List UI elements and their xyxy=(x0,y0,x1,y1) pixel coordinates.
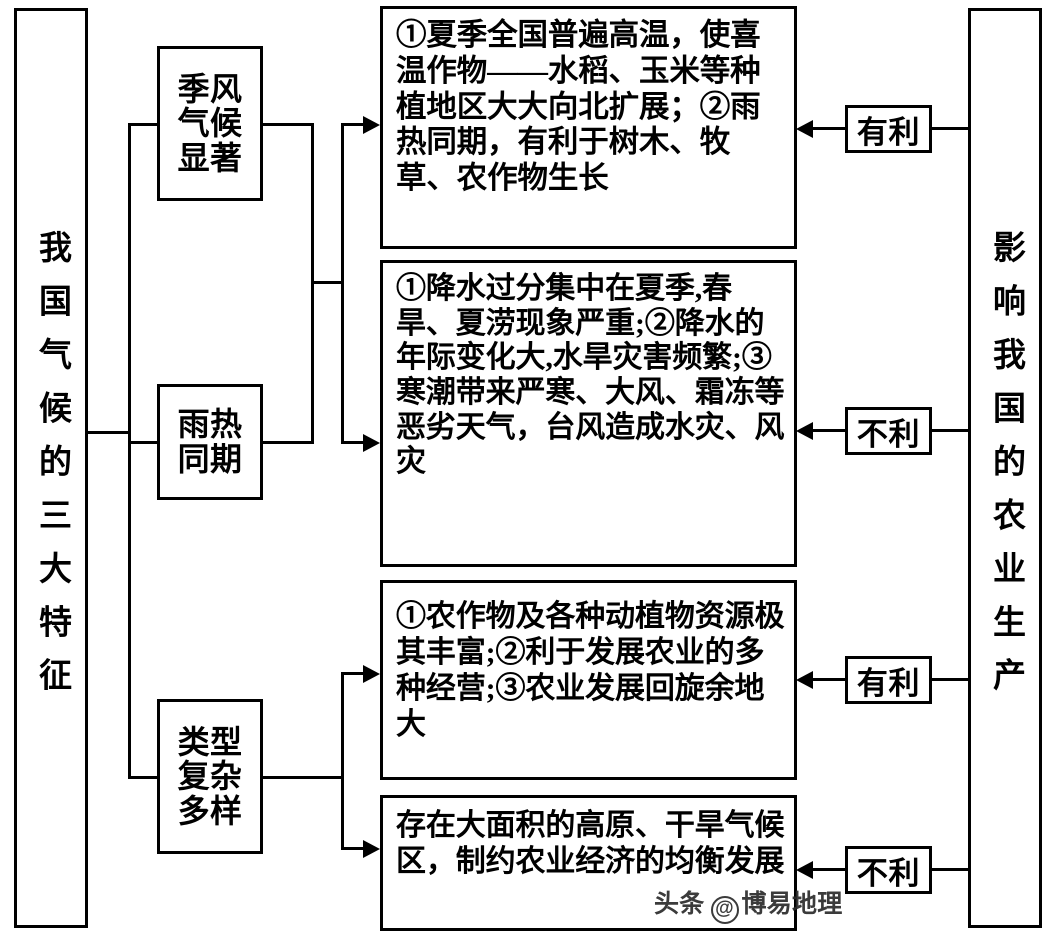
connector-spine-to-verdict1 xyxy=(930,127,970,130)
feature-label-monsoon: 季风 气候 显著 xyxy=(177,70,243,176)
feature-label-rainheat: 雨热 同期 xyxy=(177,406,243,477)
connector-spine-to-verdict4 xyxy=(930,868,970,871)
feature-box-types: 类型 复杂 多样 xyxy=(157,699,263,854)
verdict-box-1: 有利 xyxy=(845,105,932,153)
verdict-label-1: 有利 xyxy=(856,114,921,150)
verdict-label-4: 不利 xyxy=(856,855,921,891)
arrowhead-to-detail3 xyxy=(363,665,380,683)
connector-monsoon-out xyxy=(263,123,314,126)
right-spine-label: 影响我国的农业生产 xyxy=(987,230,1024,712)
feature-box-rainheat: 雨热 同期 xyxy=(157,384,263,500)
arrowhead-verdict3-to-detail3 xyxy=(796,671,813,689)
connector-rail-to-monsoon xyxy=(128,123,160,126)
connector-spine-to-verdict3 xyxy=(930,678,970,681)
connector-rail-to-types xyxy=(128,776,160,779)
arrowhead-verdict4-to-detail4 xyxy=(796,861,813,879)
detail-text-2: ①降水过分集中在夏季,春旱、夏涝现象严重;②降水的年际变化大,水旱灾害频繁;③寒… xyxy=(396,272,785,479)
left-spine-box: 我国气候的三大特征 xyxy=(14,8,88,928)
left-spine-label: 我国气候的三大特征 xyxy=(33,230,70,712)
connector-merge-to-fork-top xyxy=(311,281,344,284)
feature-label-types: 类型 复杂 多样 xyxy=(177,723,243,829)
arrowhead-to-detail4 xyxy=(363,840,380,858)
right-spine-box: 影响我国的农业生产 xyxy=(968,8,1042,928)
arrowhead-verdict2-to-detail2 xyxy=(796,422,813,440)
watermark-at-icon: @ xyxy=(710,896,739,924)
connector-fork-to-detail3 xyxy=(341,672,366,675)
watermark-name: 博易地理 xyxy=(741,890,843,918)
connector-fork-rail-top xyxy=(341,123,344,444)
detail-text-4: 存在大面积的高原、干旱气候区，制约农业经济的均衡发展 xyxy=(396,809,785,878)
connector-rainheat-out xyxy=(263,441,314,444)
connector-verdict4-to-detail4 xyxy=(813,868,847,871)
detail-text-3: ①农作物及各种动植物资源极其丰富;②利于发展农业的多种经营;③农业发展回旋余地大 xyxy=(396,600,785,741)
connector-left-rail xyxy=(128,123,131,779)
connector-fork-to-detail1 xyxy=(341,123,366,126)
detail-box-1: ①夏季全国普遍高温，使喜温作物——水稻、玉米等种植地区大大向北扩展；②雨热同期，… xyxy=(380,6,797,249)
feature-box-monsoon: 季风 气候 显著 xyxy=(157,46,263,201)
verdict-label-3: 有利 xyxy=(856,665,921,701)
verdict-box-4: 不利 xyxy=(845,846,932,894)
detail-box-2: ①降水过分集中在夏季,春旱、夏涝现象严重;②降水的年际变化大,水旱灾害频繁;③寒… xyxy=(380,260,797,567)
detail-box-4: 存在大面积的高原、干旱气候区，制约农业经济的均衡发展 xyxy=(380,795,797,931)
verdict-box-2: 不利 xyxy=(845,407,932,455)
detail-box-3: ①农作物及各种动植物资源极其丰富;②利于发展农业的多种经营;③农业发展回旋余地大 xyxy=(380,580,797,780)
connector-verdict1-to-detail1 xyxy=(813,127,847,130)
connector-fork-to-detail2 xyxy=(341,441,366,444)
verdict-label-2: 不利 xyxy=(856,416,921,452)
arrowhead-to-detail2 xyxy=(363,434,380,452)
connector-spine-stub xyxy=(88,431,131,434)
connector-verdict3-to-detail3 xyxy=(813,678,847,681)
arrowhead-to-detail1 xyxy=(363,116,380,134)
connector-types-out xyxy=(263,776,344,779)
connector-verdict2-to-detail2 xyxy=(813,429,847,432)
detail-text-1: ①夏季全国普遍高温，使喜温作物——水稻、玉米等种植地区大大向北扩展；②雨热同期，… xyxy=(396,18,761,196)
connector-spine-to-verdict2 xyxy=(930,429,970,432)
connector-fork-rail-bottom xyxy=(341,672,344,850)
watermark-prefix: 头条 xyxy=(654,890,705,918)
connector-fork-to-detail4 xyxy=(341,847,366,850)
arrowhead-verdict1-to-detail1 xyxy=(796,120,813,138)
connector-rail-to-rainheat xyxy=(128,441,160,444)
watermark: 头条@博易地理 xyxy=(654,884,843,924)
verdict-box-3: 有利 xyxy=(845,656,932,704)
